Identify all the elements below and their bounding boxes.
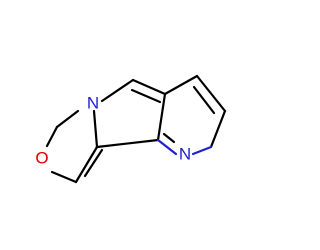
bond-ch-ch-lower	[209, 109, 227, 149]
atom-nitrogen-ring: N	[87, 94, 99, 113]
bond-ch-c-outer	[74, 145, 99, 184]
bond-c-ch-top	[163, 74, 199, 96]
bond-ch-c-upper	[131, 78, 167, 96]
bond-ch-c-upper-inner	[130, 88, 162, 104]
bond-c-n-fusion	[92, 109, 99, 149]
bond-c-c-left	[95, 138, 160, 149]
bond-ch2-o	[45, 125, 59, 148]
bond-ch-ch-right-inner	[192, 85, 216, 115]
molecule-structure: N O N	[35, 74, 227, 184]
bond-ch-c-inner	[83, 148, 104, 178]
bond-n-c-inner	[162, 132, 176, 144]
bond-ch-ch-right	[195, 74, 227, 113]
atom-nitrogen-imine: N	[179, 145, 191, 164]
bond-o-ch	[50, 170, 78, 184]
bond-n-ch	[100, 78, 135, 103]
atom-oxygen: O	[35, 149, 48, 168]
bond-n-c	[156, 138, 178, 156]
bond-ch-n	[191, 145, 213, 156]
bond-ch2-n	[55, 109, 80, 129]
bond-c-c-fusion	[156, 92, 167, 142]
